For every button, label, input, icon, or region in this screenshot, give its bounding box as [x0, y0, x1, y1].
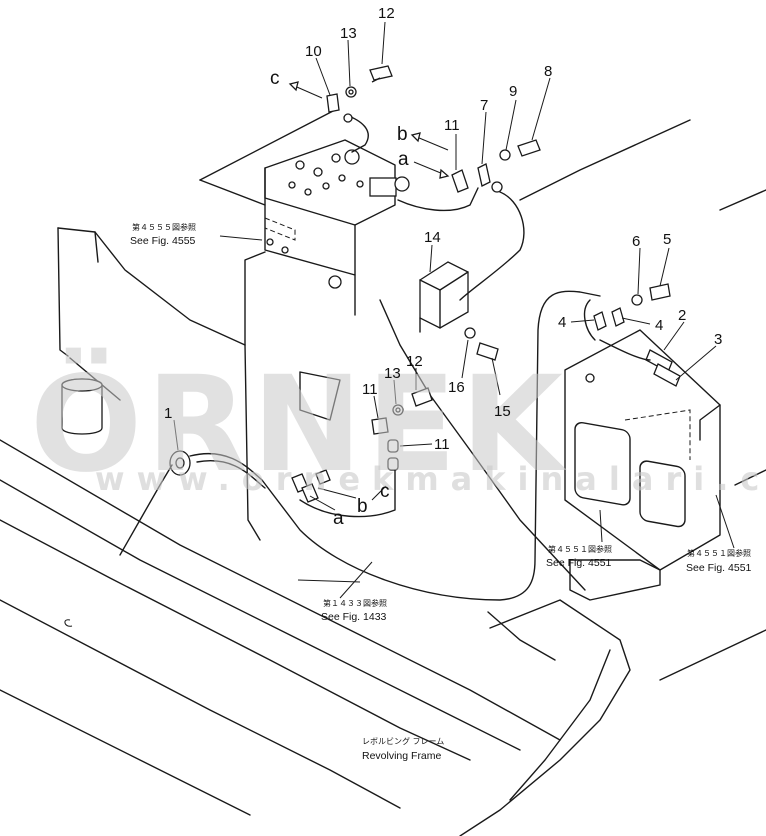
callout-12-top: 12 [378, 5, 395, 22]
figure-references: 第４５５５図参照 See Fig. 4555 第１４３３図参照 See Fig.… [130, 222, 752, 762]
watermark: ÖRNEK www.ornekmakinalari.com.tr [30, 348, 766, 502]
callout-15: 15 [494, 403, 511, 420]
callout-6: 6 [632, 233, 640, 250]
letter-c-top: c [270, 68, 280, 89]
ref-1433-en: See Fig. 1433 [321, 611, 387, 623]
callout-16: 16 [448, 379, 465, 396]
ref-4555-en: See Fig. 4555 [130, 235, 196, 247]
revolving-frame [0, 109, 766, 836]
letter-c-low: c [380, 481, 390, 502]
callout-9: 9 [509, 83, 517, 100]
ref-4551-b-en: See Fig. 4551 [686, 562, 752, 574]
letter-b-top: b [397, 124, 408, 145]
callout-11-top: 10 [305, 43, 322, 60]
fastener-parts [61, 65, 681, 503]
callout-11-low: 11 [362, 381, 378, 398]
electrical-box [564, 329, 721, 601]
callout-14: 14 [424, 229, 441, 246]
callout-numbers: 12 13 10 8 9 7 11 14 5 6 4 4 2 3 12 13 1… [164, 5, 722, 453]
callout-7: 7 [480, 97, 488, 114]
callout-4-right: 4 [655, 317, 663, 334]
connection-letters: c b a c b a [270, 68, 409, 529]
watermark-brand: ÖRNEK [30, 348, 567, 502]
ref-4555-jp: 第４５５５図参照 [132, 222, 196, 232]
callout-2: 2 [678, 307, 686, 324]
ref-4551-a-jp: 第４５５１図参照 [548, 544, 612, 554]
callout-5: 5 [663, 231, 671, 248]
callout-3: 3 [714, 331, 722, 348]
ref-4551-b-jp: 第４５５１図参照 [687, 548, 751, 558]
frame-label-en: Revolving Frame [362, 750, 442, 762]
callout-11-mid: 11 [444, 117, 460, 134]
callout-1: 1 [164, 405, 172, 422]
letter-b-low: b [357, 496, 368, 517]
callout-4-left: 4 [558, 314, 566, 331]
letter-a-low: a [333, 508, 344, 529]
resistor-part-14 [419, 261, 469, 333]
callout-8: 8 [544, 63, 552, 80]
callout-13-mid: 13 [384, 365, 401, 382]
callout-13-top: 13 [340, 25, 357, 42]
leader-lines [173, 21, 735, 599]
ref-4551-a-en: See Fig. 4551 [546, 557, 612, 569]
callout-12-mid: 12 [406, 353, 423, 370]
wiring-harness [119, 187, 651, 601]
ref-1433-jp: 第１４３３図参照 [323, 598, 387, 608]
frame-label-jp: レボルビング フレーム [362, 736, 444, 746]
letter-a-top: a [398, 149, 409, 170]
control-box [244, 139, 410, 346]
watermark-url: www.ornekmakinalari.com.tr [95, 460, 766, 498]
callout-10: 11 [434, 436, 450, 453]
